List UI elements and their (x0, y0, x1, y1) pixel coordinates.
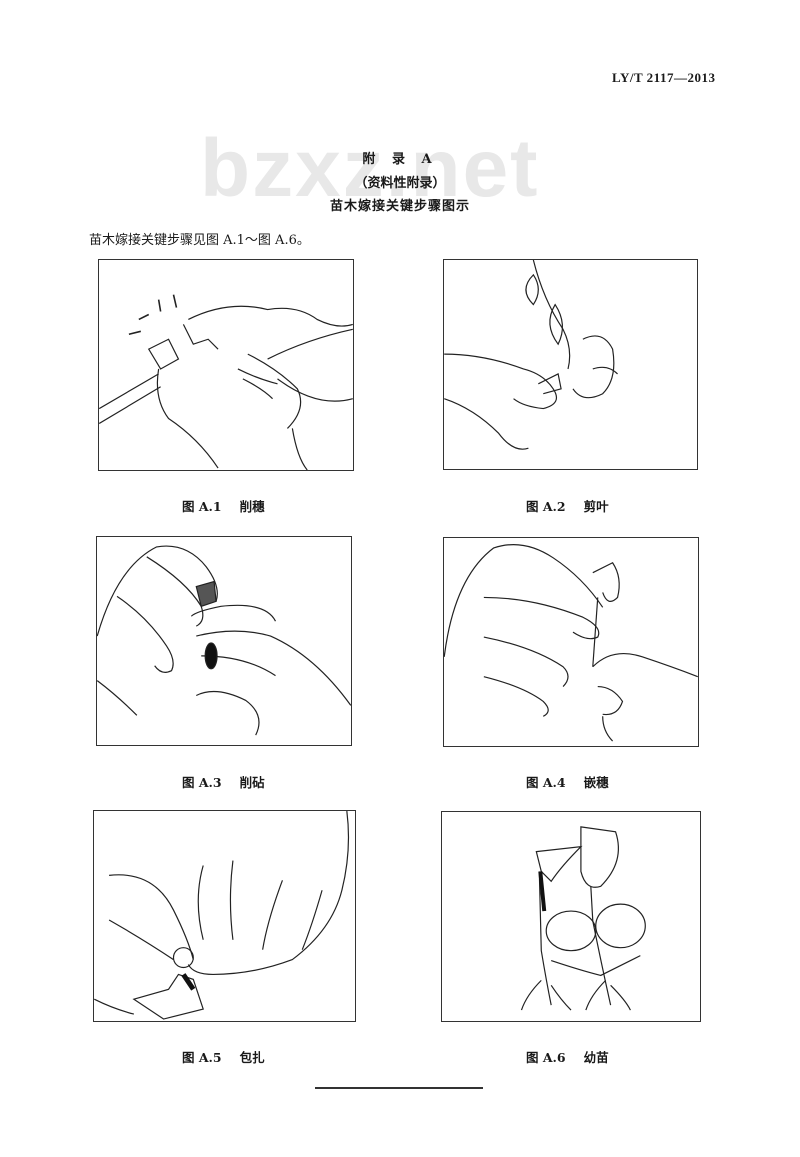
hands-cutting-scion-illustration (99, 294, 353, 470)
figure-a2 (443, 259, 698, 470)
grafted-seedling-illustration (520, 826, 646, 1011)
caption-a5: 图 A.5 包扎 (182, 1047, 265, 1066)
figure-number: 图 A.4 (526, 775, 566, 790)
figure-a4 (443, 537, 699, 747)
figure-a3 (96, 536, 352, 746)
figure-a1 (98, 259, 354, 471)
figure-number: 图 A.5 (182, 1050, 222, 1065)
figure-number: 图 A.2 (526, 499, 566, 514)
caption-a1: 图 A.1 削穗 (182, 496, 265, 515)
figure-a5 (93, 810, 356, 1022)
end-rule (315, 1087, 483, 1089)
standard-code: LY/T 2117—2013 (612, 70, 716, 85)
figure-a6 (441, 811, 701, 1022)
figure-caption: 包扎 (239, 1050, 265, 1065)
caption-a6: 图 A.6 幼苗 (526, 1047, 609, 1066)
figure-caption: 削穗 (239, 499, 265, 514)
watermark: bzxz.net (200, 123, 540, 214)
appendix-label: 附 录 A (362, 152, 438, 167)
caption-a3: 图 A.3 削砧 (182, 772, 265, 791)
figure-number: 图 A.6 (526, 1050, 566, 1065)
caption-a4: 图 A.4 嵌穗 (526, 772, 609, 791)
figure-caption: 嵌穗 (583, 775, 609, 790)
hands-inserting-scion-illustration (444, 544, 698, 742)
appendix-title: 苗木嫁接关键步骤图示 (329, 199, 470, 214)
figure-number: 图 A.1 (182, 499, 222, 514)
figure-caption: 削砧 (239, 775, 265, 790)
caption-a2: 图 A.2 剪叶 (526, 496, 609, 515)
appendix-type: （资料性附录） (354, 176, 446, 191)
figure-number: 图 A.3 (182, 775, 222, 790)
figure-caption: 剪叶 (583, 499, 609, 514)
figure-caption: 幼苗 (583, 1050, 609, 1065)
hand-trimming-leaves-with-shears-illustration (444, 260, 618, 450)
intro-text: 苗木嫁接关键步骤见图 A.1～图 A.6。 (89, 233, 310, 248)
hands-cutting-rootstock-illustration (97, 545, 351, 736)
hands-wrapping-graft-illustration (94, 811, 350, 1020)
